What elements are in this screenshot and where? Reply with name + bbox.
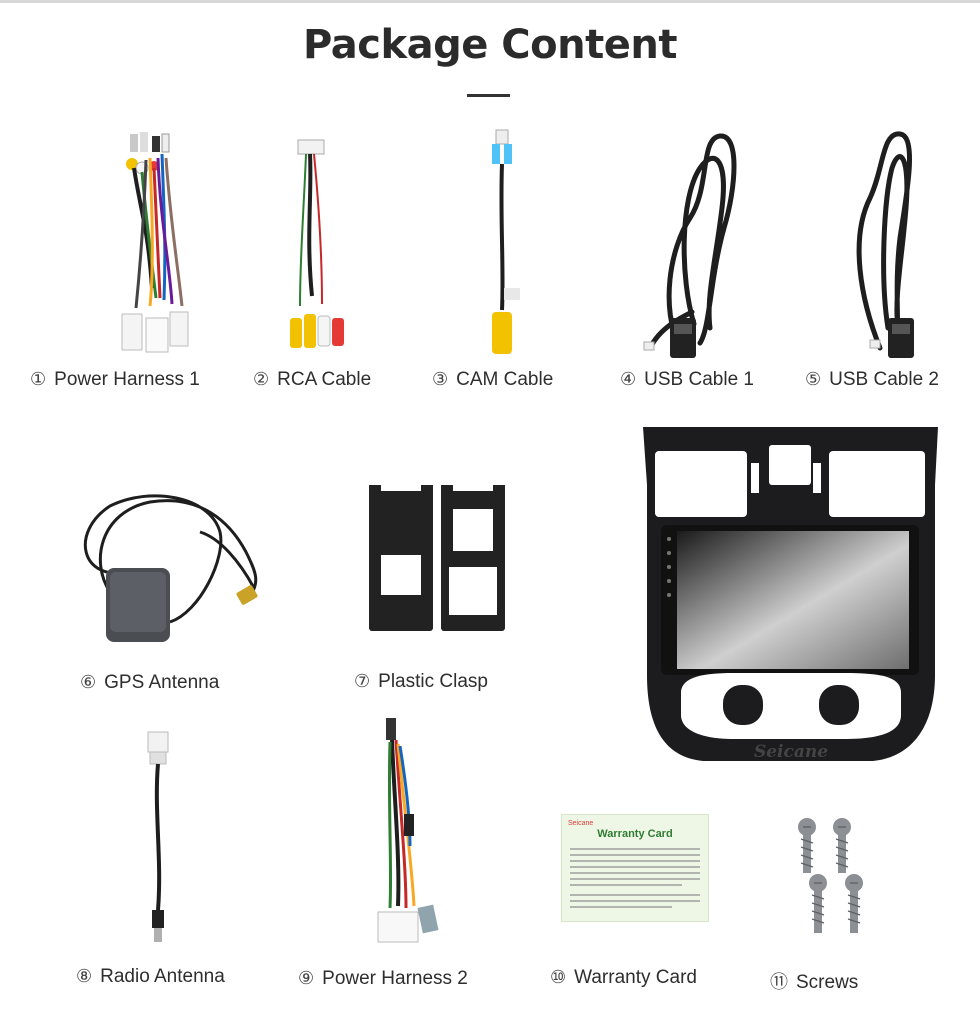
warranty-card: Seicane Warranty Card [562, 815, 708, 921]
item-gps-antenna [70, 492, 275, 652]
item-label: ⑧ Radio Antenna [76, 966, 225, 988]
item-cam-cable [478, 128, 528, 360]
item-number: ⑩ [550, 967, 567, 988]
item-name: CAM Cable [456, 369, 554, 390]
item-number: ⑪ [770, 972, 788, 993]
radio-antenna-icon [147, 731, 169, 942]
item-number: ⑦ [354, 671, 371, 692]
item-name: Plastic Clasp [378, 671, 488, 692]
item-label: ⑤ USB Cable 2 [805, 369, 939, 391]
screw-icon [798, 818, 863, 933]
item-label: ⑦ Plastic Clasp [354, 671, 488, 693]
item-plastic-clasp [365, 485, 510, 637]
item-label: ① Power Harness 1 [30, 369, 200, 391]
warranty-card-text-lines [570, 848, 700, 908]
item-name: USB Cable 2 [829, 369, 939, 390]
top-divider [0, 0, 980, 3]
item-number: ⑥ [80, 672, 97, 693]
power-harness-icon [121, 132, 189, 353]
item-radio-antenna [140, 730, 180, 946]
item-name: Radio Antenna [100, 966, 225, 987]
item-number: ⑤ [805, 369, 822, 390]
head-unit-icon: Seicane [643, 427, 938, 762]
item-label: ⑪ Screws [770, 968, 858, 994]
item-label: ② RCA Cable [253, 369, 371, 391]
usb-cable-icon [856, 131, 914, 358]
item-label: ⑨ Power Harness 2 [298, 968, 468, 990]
item-number: ③ [432, 369, 449, 390]
power-harness-icon [377, 718, 439, 943]
item-number: ① [30, 369, 47, 390]
item-name: USB Cable 1 [644, 369, 754, 390]
item-name: RCA Cable [277, 369, 372, 390]
item-name: Power Harness 1 [54, 369, 200, 390]
item-usb-cable-2 [840, 128, 930, 364]
item-label: ④ USB Cable 1 [620, 369, 754, 391]
plastic-clasp-icon [369, 485, 505, 631]
item-screws [790, 815, 872, 937]
head-unit-brand: Seicane [754, 742, 828, 762]
item-number: ② [253, 369, 270, 390]
gps-antenna-icon [83, 494, 258, 642]
item-power-harness-1 [110, 128, 200, 360]
item-name: GPS Antenna [104, 672, 220, 693]
page-title: Package Content [303, 22, 677, 68]
item-usb-cable-1 [640, 128, 750, 364]
head-unit: Seicane [643, 425, 938, 765]
item-number: ⑨ [298, 968, 315, 989]
item-number: ⑧ [76, 966, 93, 987]
title-underline [467, 94, 510, 97]
warranty-card-brand: Seicane [568, 820, 594, 827]
item-rca-cable [282, 136, 352, 360]
item-power-harness-2 [370, 716, 440, 946]
item-label: ⑥ GPS Antenna [80, 672, 219, 694]
usb-cable-icon [643, 133, 737, 358]
item-name: Screws [796, 972, 859, 993]
item-number: ④ [620, 369, 637, 390]
item-warranty-card: Seicane Warranty Card [562, 815, 708, 921]
item-name: Power Harness 2 [322, 968, 468, 989]
cam-cable-icon [492, 129, 520, 354]
item-label: ③ CAM Cable [432, 369, 553, 391]
item-label: ⑩ Warranty Card [550, 967, 697, 989]
item-name: Warranty Card [574, 967, 697, 988]
rca-cable-icon [290, 139, 344, 348]
warranty-card-title: Warranty Card [597, 828, 673, 840]
